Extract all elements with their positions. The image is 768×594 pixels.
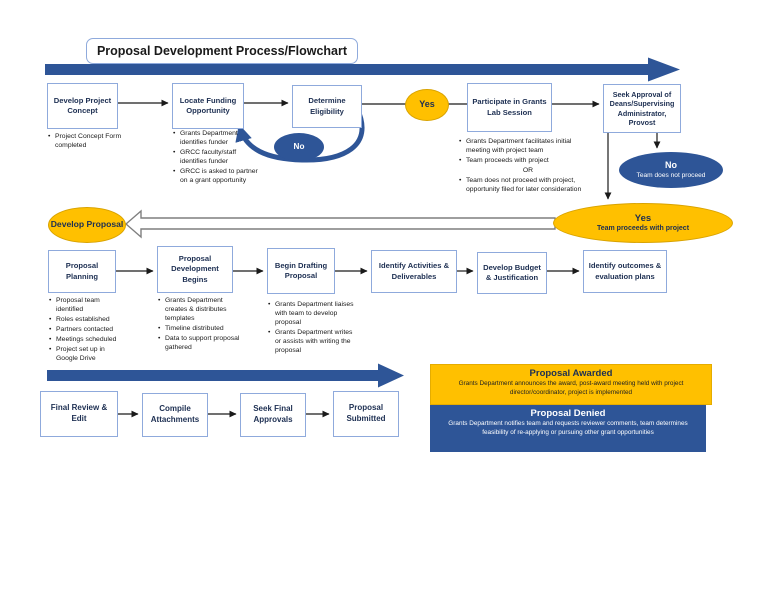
bullet-item: Grants Department writes or assists with… xyxy=(267,329,355,356)
bullet-item: Partners contacted xyxy=(48,326,126,335)
node-seek-approval: Seek Approval of Deans/Supervising Admin… xyxy=(603,84,681,133)
node-label: Seek Approval of Deans/Supervising Admin… xyxy=(609,89,675,128)
node-seek-final-approvals: Seek Final Approvals xyxy=(240,393,306,437)
bullet-item: Team does not proceed with project, oppo… xyxy=(458,177,590,195)
no-outcome-sub: Team does not proceed xyxy=(636,171,706,179)
node-label: Identify outcomes & evaluation plans xyxy=(588,261,662,281)
bullet-item: Timeline distributed xyxy=(157,325,245,334)
bullets-proposal-planning: Proposal team identified Roles establish… xyxy=(48,297,126,365)
bullet-item: GRCC faculty/staff identifies funder xyxy=(172,149,258,167)
proposal-awarded-box: Proposal Awarded Grants Department annou… xyxy=(430,364,712,405)
bullets-develop-project-concept: Project Concept Form completed xyxy=(47,133,127,152)
yes-outcome-oval: Yes Team proceeds with project xyxy=(553,203,733,243)
yes-outcome-label: Yes xyxy=(634,212,652,224)
node-participate-grants-lab: Participate in Grants Lab Session xyxy=(467,83,552,132)
node-proposal-development-begins: Proposal Development Begins xyxy=(157,246,233,293)
bullet-item: Roles established xyxy=(48,316,126,325)
node-label: Develop Project Concept xyxy=(53,95,112,115)
page-title: Proposal Development Process/Flowchart xyxy=(96,44,348,58)
node-label: Compile Attachments xyxy=(150,404,200,424)
denied-text: Grants Department notifies team and requ… xyxy=(448,420,688,436)
node-label: Proposal Submitted xyxy=(346,403,386,423)
node-develop-project-concept: Develop Project Concept xyxy=(47,83,118,129)
node-label: Identify Activities & Deliverables xyxy=(378,261,450,281)
node-final-review-edit: Final Review & Edit xyxy=(40,391,118,437)
bullets-locate-funding: Grants Department identifies funder GRCC… xyxy=(172,130,258,187)
bullets-begin-drafting: Grants Department liaises with team to d… xyxy=(267,301,355,357)
no-label: No xyxy=(293,141,305,151)
node-develop-budget: Develop Budget & Justification xyxy=(477,252,547,294)
bullet-item: Meetings scheduled xyxy=(48,336,126,345)
bullet-item: Team proceeds with project xyxy=(458,157,590,166)
no-outcome-label: No xyxy=(665,160,677,171)
node-identify-activities: Identify Activities & Deliverables xyxy=(371,250,457,293)
yes-decision-badge: Yes xyxy=(405,89,449,121)
node-label: Begin Drafting Proposal xyxy=(274,260,328,280)
no-outcome-oval: No Team does not proceed xyxy=(619,152,723,188)
bullet-item: Grants Department liaises with team to d… xyxy=(267,301,355,328)
yes-label: Yes xyxy=(419,99,435,110)
node-determine-eligibility: Determine Eligibility xyxy=(292,85,362,128)
node-label: Determine Eligibility xyxy=(308,96,346,116)
awarded-text: Grants Department announces the award, p… xyxy=(458,380,684,396)
node-proposal-submitted: Proposal Submitted xyxy=(333,391,399,437)
denied-title: Proposal Denied xyxy=(530,408,606,419)
bullet-item: Proposal team identified xyxy=(48,297,126,315)
node-locate-funding-opportunity: Locate Funding Opportunity xyxy=(172,83,244,129)
flow-band-top-arrow xyxy=(45,57,680,82)
node-identify-outcomes: Identify outcomes & evaluation plans xyxy=(583,250,667,293)
bullet-item: Project Concept Form completed xyxy=(47,133,127,151)
page-title-box: Proposal Development Process/Flowchart xyxy=(86,38,358,64)
node-begin-drafting-proposal: Begin Drafting Proposal xyxy=(267,248,335,294)
flow-band-bottom-arrow xyxy=(47,363,404,388)
node-label: Seek Final Approvals xyxy=(253,404,293,424)
bullet-item: Project set up in Google Drive xyxy=(48,346,126,364)
bullet-item: Grants Department creates & distributes … xyxy=(157,297,245,324)
node-proposal-planning: Proposal Planning xyxy=(48,250,116,293)
proposal-denied-box: Proposal Denied Grants Department notifi… xyxy=(430,405,706,452)
node-compile-attachments: Compile Attachments xyxy=(142,393,208,437)
or-separator: OR xyxy=(522,166,534,174)
return-open-arrow xyxy=(124,209,556,239)
bullet-item: GRCC is asked to partner on a grant oppo… xyxy=(172,168,258,186)
bullets-grants-lab: Grants Department facilitates initial me… xyxy=(458,138,590,196)
no-loop-badge: No xyxy=(274,133,324,161)
bullet-item: Grants Department identifies funder xyxy=(172,130,258,148)
node-label: Proposal Planning xyxy=(65,261,99,281)
awarded-title: Proposal Awarded xyxy=(529,368,613,379)
node-label: Participate in Grants Lab Session xyxy=(472,97,547,117)
node-label: Final Review & Edit xyxy=(50,403,108,423)
bullet-item: Data to support proposal gathered xyxy=(157,335,245,353)
develop-proposal-label: Develop Proposal xyxy=(50,219,124,230)
yes-outcome-sub: Team proceeds with project xyxy=(596,224,690,232)
develop-proposal-oval: Develop Proposal xyxy=(48,207,126,243)
node-label: Proposal Development Begins xyxy=(171,254,219,284)
bullets-proposal-development: Grants Department creates & distributes … xyxy=(157,297,245,354)
node-label: Develop Budget & Justification xyxy=(483,262,541,282)
node-label: Locate Funding Opportunity xyxy=(179,95,237,115)
bullet-item: Grants Department facilitates initial me… xyxy=(458,138,590,156)
